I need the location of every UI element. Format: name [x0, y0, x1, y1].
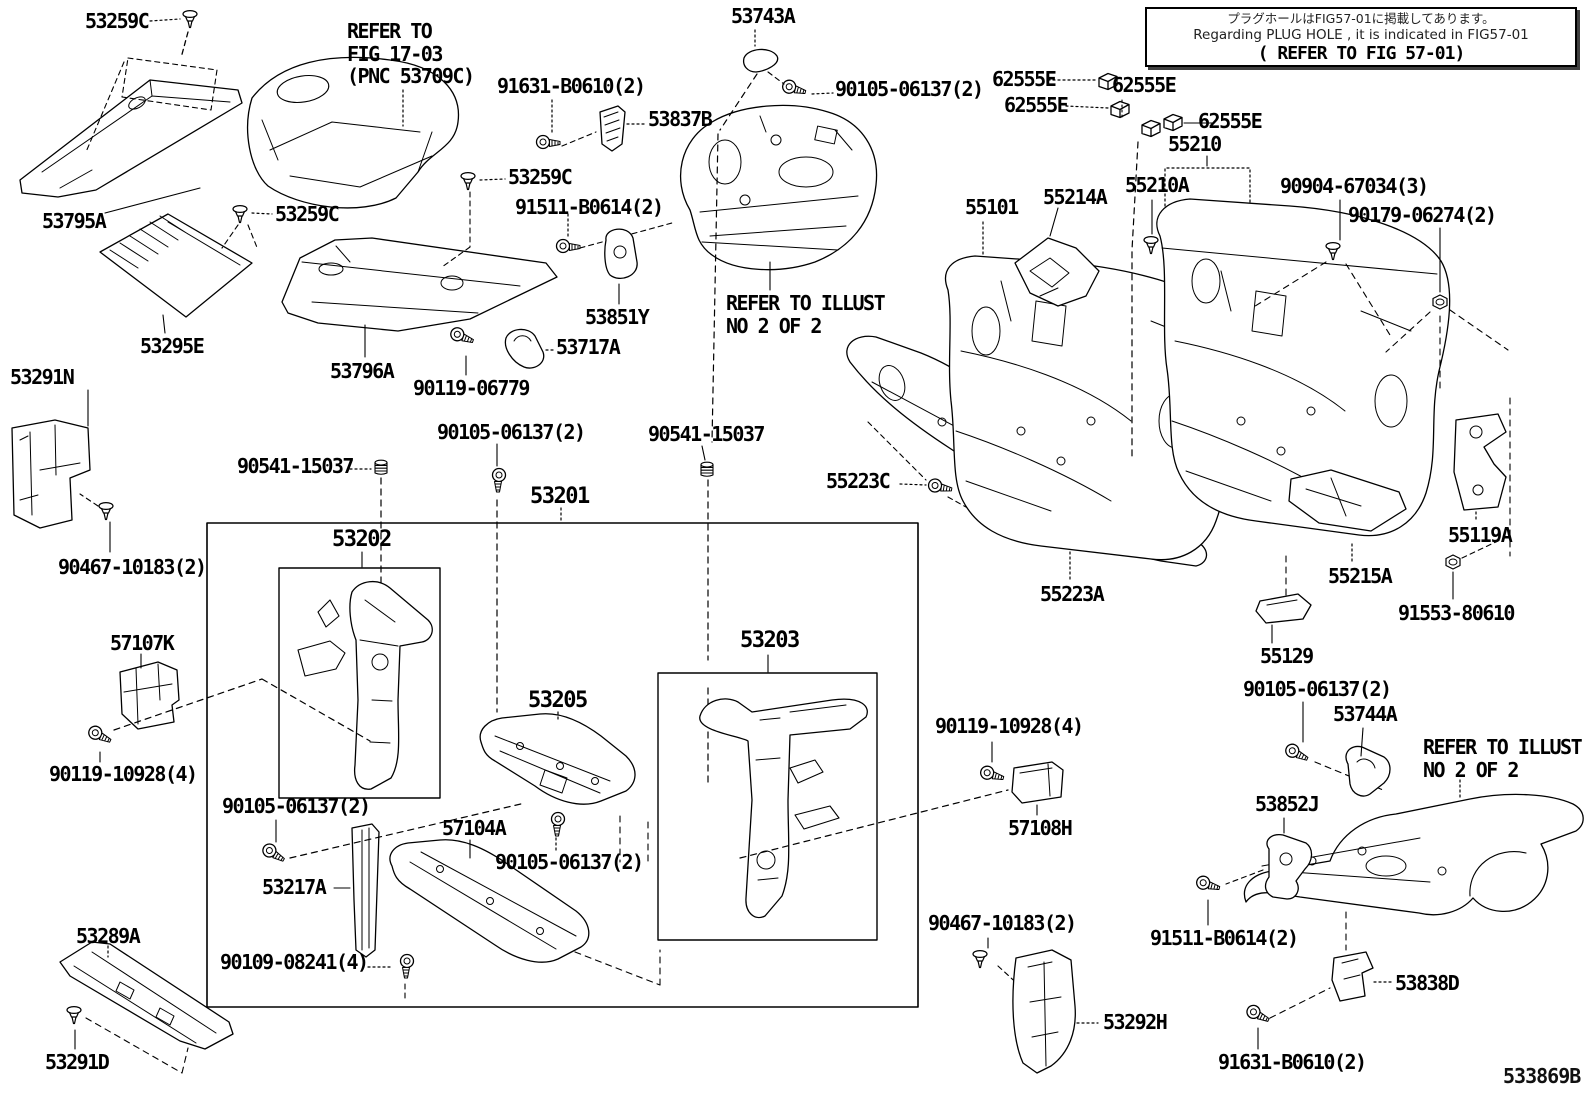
part-label-53295e: 53295E [140, 334, 205, 358]
part-label-53217a: 53217A [262, 875, 327, 899]
part-label-53259c-a: 53259C [85, 9, 150, 33]
part-label-57107k: 57107K [110, 631, 175, 655]
part-label-90467-center: 90467-10183(2) [928, 911, 1077, 935]
part-label-55223c: 55223C [826, 469, 891, 493]
part-label-90541-left: 90541-15037 [237, 454, 354, 478]
part-label-53205: 53205 [528, 688, 588, 713]
part-label-90105-bottom-left: 90105-06137(2) [222, 794, 371, 818]
part-label-53851y: 53851Y [585, 305, 650, 329]
part-label-53201: 53201 [530, 484, 590, 509]
part-label-53289a: 53289A [76, 924, 141, 948]
part-label-53837b: 53837B [648, 107, 713, 131]
part-label-62555e-c: 62555E [1004, 93, 1069, 117]
part-label-55214a: 55214A [1043, 185, 1108, 209]
part-label-53292h: 53292H [1103, 1010, 1168, 1034]
note-line-english: Regarding PLUG HOLE , it is indicated in… [1193, 27, 1529, 43]
part-label-91553: 91553-80610 [1398, 601, 1515, 625]
illust-ref-2-line2: NO 2 OF 2 [1423, 758, 1519, 782]
part-label-90119-06779: 90119-06779 [413, 376, 530, 400]
part-label-53717a: 53717A [556, 335, 621, 359]
part-label-53795a: 53795A [42, 209, 107, 233]
diagram-code: 533869B [1503, 1064, 1581, 1088]
part-label-57108h: 57108H [1008, 816, 1073, 840]
figure-ref-17-03-line1: REFER TO [347, 19, 433, 43]
part-label-90105-bottom-center: 90105-06137(2) [495, 850, 644, 874]
part-label-90904: 90904-67034(3) [1280, 174, 1429, 198]
part-label-53743a: 53743A [731, 4, 796, 28]
part-label-90105-top: 90105-06137(2) [835, 77, 984, 101]
illust-ref-1-line2: NO 2 OF 2 [726, 314, 822, 338]
part-label-55129: 55129 [1260, 644, 1314, 668]
illust-ref-2-line1: REFER TO ILLUST [1423, 735, 1583, 759]
part-label-90467-left: 90467-10183(2) [58, 555, 207, 579]
part-label-90541-right: 90541-15037 [648, 422, 765, 446]
part-label-91511-bottom: 91511-B0614(2) [1150, 926, 1299, 950]
part-label-91631-top: 91631-B0610(2) [497, 74, 646, 98]
part-label-90119-center: 90119-10928(4) [935, 714, 1084, 738]
part-label-57104a: 57104A [442, 816, 507, 840]
note-line-refer: ( REFER TO FIG 57-01) [1257, 43, 1466, 64]
part-label-90179: 90179-06274(2) [1348, 203, 1497, 227]
part-label-90119-left: 90119-10928(4) [49, 762, 198, 786]
part-label-53796a: 53796A [330, 359, 395, 383]
part-label-90109: 90109-08241(4) [220, 950, 369, 974]
part-label-91631-bottom: 91631-B0610(2) [1218, 1050, 1367, 1074]
part-label-53203: 53203 [740, 628, 800, 653]
part-label-53744a: 53744A [1333, 702, 1398, 726]
part-label-53291n: 53291N [10, 365, 75, 389]
part-label-62555e-d: 62555E [1198, 109, 1263, 133]
figure-ref-17-03-line2: FIG 17-03 [347, 42, 443, 66]
note-line-japanese: プラグホールはFIG57-01に掲載してあります。 [1227, 11, 1495, 26]
part-label-90105-right: 90105-06137(2) [1243, 677, 1392, 701]
part-label-53202: 53202 [332, 527, 392, 552]
part-label-90105-mid: 90105-06137(2) [437, 420, 586, 444]
part-label-55215a: 55215A [1328, 564, 1393, 588]
part-label-55101: 55101 [965, 195, 1019, 219]
figure-ref-17-03-line3: (PNC 53709C) [347, 64, 475, 88]
part-label-53852j: 53852J [1255, 792, 1320, 816]
part-label-53259c-c: 53259C [508, 165, 573, 189]
part-label-53838d: 53838D [1395, 971, 1460, 995]
illust-ref-1-line1: REFER TO ILLUST [726, 291, 886, 315]
part-label-53291d: 53291D [45, 1050, 110, 1074]
part-label-53259c-b: 53259C [275, 202, 340, 226]
part-label-55223a: 55223A [1040, 582, 1105, 606]
part-label-55119a: 55119A [1448, 523, 1513, 547]
part-label-91511-top: 91511-B0614(2) [515, 195, 664, 219]
part-label-55210a: 55210A [1125, 173, 1190, 197]
part-label-62555e-a: 62555E [992, 67, 1057, 91]
plug-hole-note-box: プラグホールはFIG57-01に掲載してあります。 Regarding PLUG… [1145, 7, 1577, 67]
part-label-62555e-b: 62555E [1112, 73, 1177, 97]
part-label-55210: 55210 [1168, 132, 1222, 156]
